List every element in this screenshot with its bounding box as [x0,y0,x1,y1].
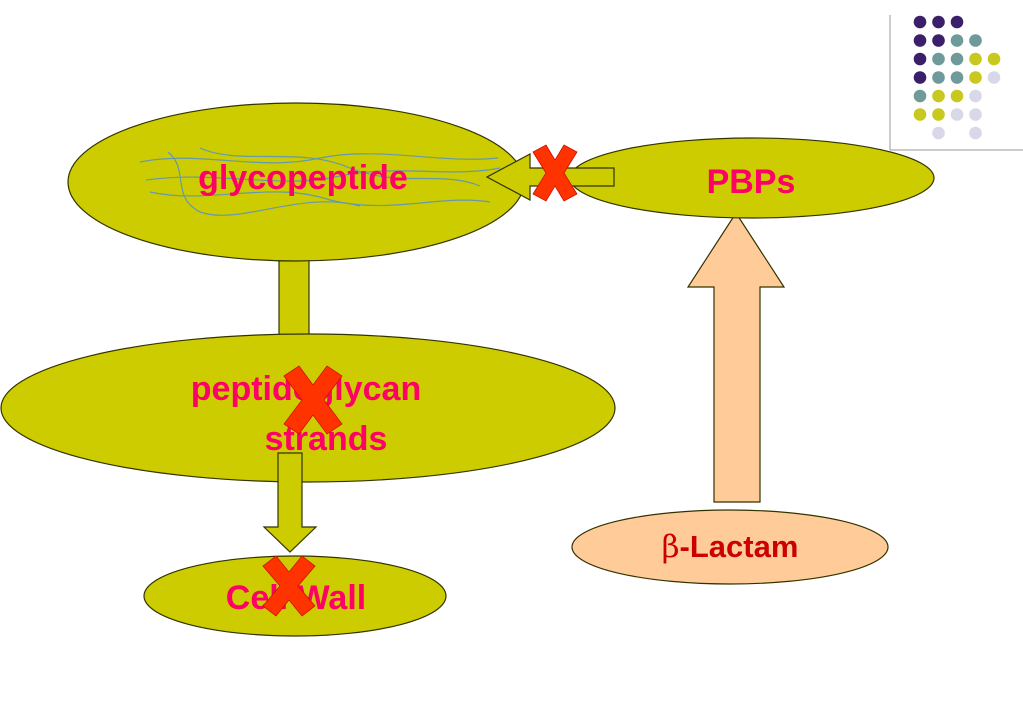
decor-dot-teal [969,34,982,47]
node-glycopeptide: glycopeptide [67,102,525,262]
decor-dot-teal [913,89,927,103]
decor-dot-purple [913,34,927,47]
node-pbps: PBPs [569,137,935,219]
decor-dot-purple [932,15,945,29]
decor-dot-purple [913,15,927,29]
arrow-lactam-to-pbps [686,211,786,503]
decor-dot-olive [932,108,945,121]
beta-symbol: β [662,529,680,565]
decor-dot-lavender [969,89,982,103]
decor-dot-purple [932,34,945,47]
x-mark-pbps-glycopeptide [532,144,578,202]
x-cross-icon [532,144,578,202]
dot-grid [913,15,1001,140]
glycopeptide-fibers [139,147,501,216]
decor-dot-olive [969,52,982,66]
x-mark-cell-wall [262,555,316,617]
corner-decoration [889,15,1023,151]
connector-glycopeptide-peptidoglycan [278,254,310,338]
decor-dot-olive [932,89,945,103]
pbps-label: PBPs [707,163,796,201]
decor-dot-teal [932,52,945,66]
decor-dot-olive [987,52,1001,66]
node-lactam: β-Lactam [571,509,889,585]
lactam-label: β-Lactam [662,529,799,565]
decor-dot-olive [913,108,927,121]
decor-dot-lavender [950,108,964,121]
decor-dot-purple [950,15,964,29]
decor-dot-olive [950,89,964,103]
x-cross-icon [262,555,316,617]
lactam-text: -Lactam [680,529,799,564]
decor-dot-lavender [987,71,1001,84]
decor-dot-lavender [932,126,945,140]
decor-dot-purple [913,52,927,66]
x-cross-icon [283,365,343,435]
decor-dot-teal [950,71,964,84]
glycopeptide-label: glycopeptide [198,159,408,197]
decor-dot-olive [969,71,982,84]
decor-dot-purple [913,71,927,84]
lactam-ellipse [571,509,889,585]
arrow-peptidoglycan-to-cell-wall [262,452,318,553]
decor-dot-teal [950,34,964,47]
decor-dot-lavender [969,126,982,140]
x-mark-peptidoglycan [283,365,343,435]
decor-dot-teal [932,71,945,84]
decor-dot-teal [950,52,964,66]
decor-dot-lavender [969,108,982,121]
